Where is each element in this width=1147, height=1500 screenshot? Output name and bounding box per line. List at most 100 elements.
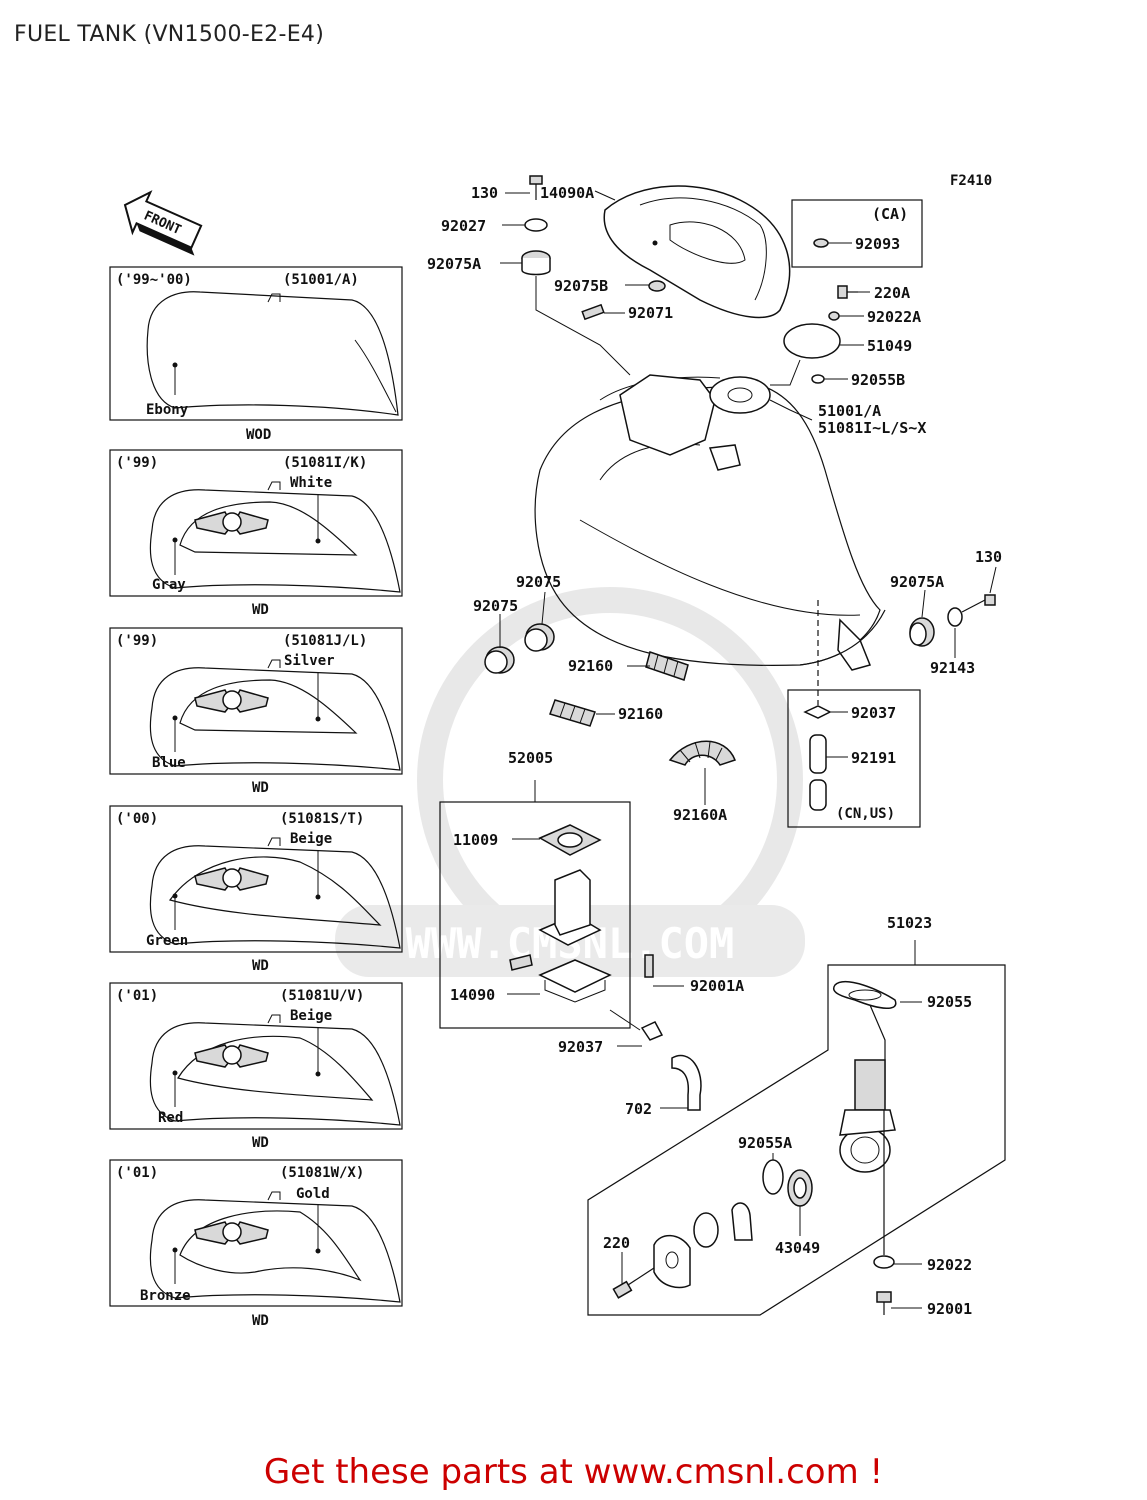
variant-lower-color: Ebony	[146, 402, 189, 418]
variant-lower-color: Gray	[152, 577, 186, 593]
gasket-92055	[833, 980, 897, 1009]
fuel-cock-body	[839, 1004, 896, 1173]
variant-code: WD	[252, 780, 269, 796]
callout-702: 702	[625, 1100, 652, 1118]
callout-220: 220	[603, 1234, 630, 1252]
bolt-92001	[876, 1291, 892, 1315]
winged-logo-icon	[194, 1044, 269, 1068]
washer-92027	[524, 218, 548, 232]
pad-92160a	[668, 740, 736, 766]
variant-lower-color: Red	[158, 1110, 183, 1126]
callout-92075a-top: 92075A	[427, 255, 481, 273]
washer-92022a	[828, 311, 840, 321]
callout-51001a: 51001/A	[818, 402, 881, 420]
callout-cnus: (CN,US)	[836, 806, 895, 822]
callout-92191: 92191	[851, 749, 896, 767]
variant-parts: (51081J/L)	[283, 633, 367, 649]
plate	[653, 1234, 691, 1289]
variant-lower-color: Blue	[152, 755, 186, 771]
washer-92143	[947, 607, 963, 627]
winged-logo-icon	[194, 1221, 269, 1245]
variant-parts: (51081I/K)	[283, 455, 367, 471]
callout-130-top: 130	[471, 184, 498, 202]
damper-92075a-side	[909, 617, 935, 647]
clamp-92037-top	[803, 705, 832, 719]
damper-92075-a	[524, 623, 555, 652]
variant-panel-3: ('99) (51081J/L) Silver Blue WD	[109, 627, 403, 796]
leader-lines	[499, 190, 997, 1309]
callout-11009: 11009	[453, 831, 498, 849]
variant-color: Gold	[296, 1186, 330, 1202]
fitting	[509, 954, 533, 971]
winged-logo-icon	[194, 867, 269, 891]
lever	[731, 1202, 753, 1241]
bracket-14090	[538, 959, 612, 1003]
fuel-tank-parts-diagram: WWW.CMSNL.COM F2410 FRONT ('99~'00) (510…	[109, 173, 1006, 1329]
variant-years: ('99)	[116, 633, 158, 649]
oring-92055a	[762, 1159, 784, 1195]
winged-logo-icon	[194, 511, 269, 535]
clamp-92037-bot	[640, 1021, 664, 1041]
ring-92055b	[811, 374, 825, 384]
box-51023	[587, 964, 1006, 1316]
callout-92001a: 92001A	[690, 977, 744, 995]
variant-panel-5: ('01) (51081U/V) Beige Red WD	[109, 982, 403, 1151]
hose-702	[671, 1055, 702, 1111]
variant-years: ('00)	[116, 811, 158, 827]
variant-color: Beige	[290, 831, 332, 847]
front-arrow-icon: FRONT	[123, 190, 203, 256]
callout-51049: 51049	[867, 337, 912, 355]
pad-92160-a	[645, 651, 689, 681]
footer-link[interactable]: Get these parts at www.cmsnl.com !	[263, 1452, 884, 1492]
callout-92022: 92022	[927, 1256, 972, 1274]
variant-parts: (51001/A)	[283, 272, 359, 288]
variant-lower-color: Bronze	[140, 1288, 191, 1304]
variant-lower-color: Green	[146, 933, 188, 949]
screw-220a	[837, 285, 858, 299]
callout-92160-1: 92160	[568, 657, 613, 675]
variant-years: ('99)	[116, 455, 158, 471]
nut-92093	[813, 238, 829, 248]
variant-years: ('99~'00)	[116, 272, 192, 288]
variant-parts: (51081W/X)	[280, 1165, 364, 1181]
variant-parts: (51081U/V)	[280, 988, 364, 1004]
cap-51049	[783, 323, 841, 359]
callout-92075-2: 92075	[516, 573, 561, 591]
callout-92160-2: 92160	[618, 705, 663, 723]
cnus-box	[787, 689, 921, 828]
spring-92071	[581, 303, 605, 321]
callout-220a: 220A	[874, 284, 910, 302]
variant-code: WD	[252, 1135, 269, 1151]
variant-panel-2: ('99) (51081I/K) White Gray WD	[109, 449, 403, 618]
callout-14090a: 14090A	[540, 184, 594, 202]
callout-92075-1: 92075	[473, 597, 518, 615]
callout-130-side: 130	[975, 548, 1002, 566]
variant-panel-1: ('99~'00) (51001/A) Ebony WOD	[109, 266, 403, 443]
variant-color: Beige	[290, 1008, 332, 1024]
callout-92027: 92027	[441, 217, 486, 235]
callout-92037-bot: 92037	[558, 1038, 603, 1056]
callout-92160a: 92160A	[673, 806, 727, 824]
callout-92055b: 92055B	[851, 371, 905, 389]
callout-92143: 92143	[930, 659, 975, 677]
hose-92191	[809, 734, 827, 774]
variant-panel-4: ('00) (51081S/T) Beige Green WD	[109, 805, 403, 974]
variant-years: ('01)	[116, 1165, 158, 1181]
variant-parts: (51081S/T)	[280, 811, 364, 827]
damper-92075a-top	[521, 250, 551, 276]
callout-92075b: 92075B	[554, 277, 608, 295]
valve-43049	[787, 1169, 813, 1207]
callout-14090: 14090	[450, 986, 495, 1004]
screw-220	[612, 1267, 655, 1299]
callout-92075a-side: 92075A	[890, 573, 944, 591]
page-title: FUEL TANK (VN1500-E2-E4)	[14, 22, 325, 47]
callout-51081: 51081I~L/S~X	[818, 419, 926, 437]
bolt-130-top	[529, 175, 543, 200]
variant-code: WD	[252, 602, 269, 618]
figure-code: F2410	[950, 173, 992, 189]
washer-92022	[873, 1255, 895, 1269]
variant-code: WD	[252, 958, 269, 974]
tank-cover	[603, 185, 791, 319]
ca-box	[791, 199, 923, 268]
variant-years: ('01)	[116, 988, 158, 1004]
